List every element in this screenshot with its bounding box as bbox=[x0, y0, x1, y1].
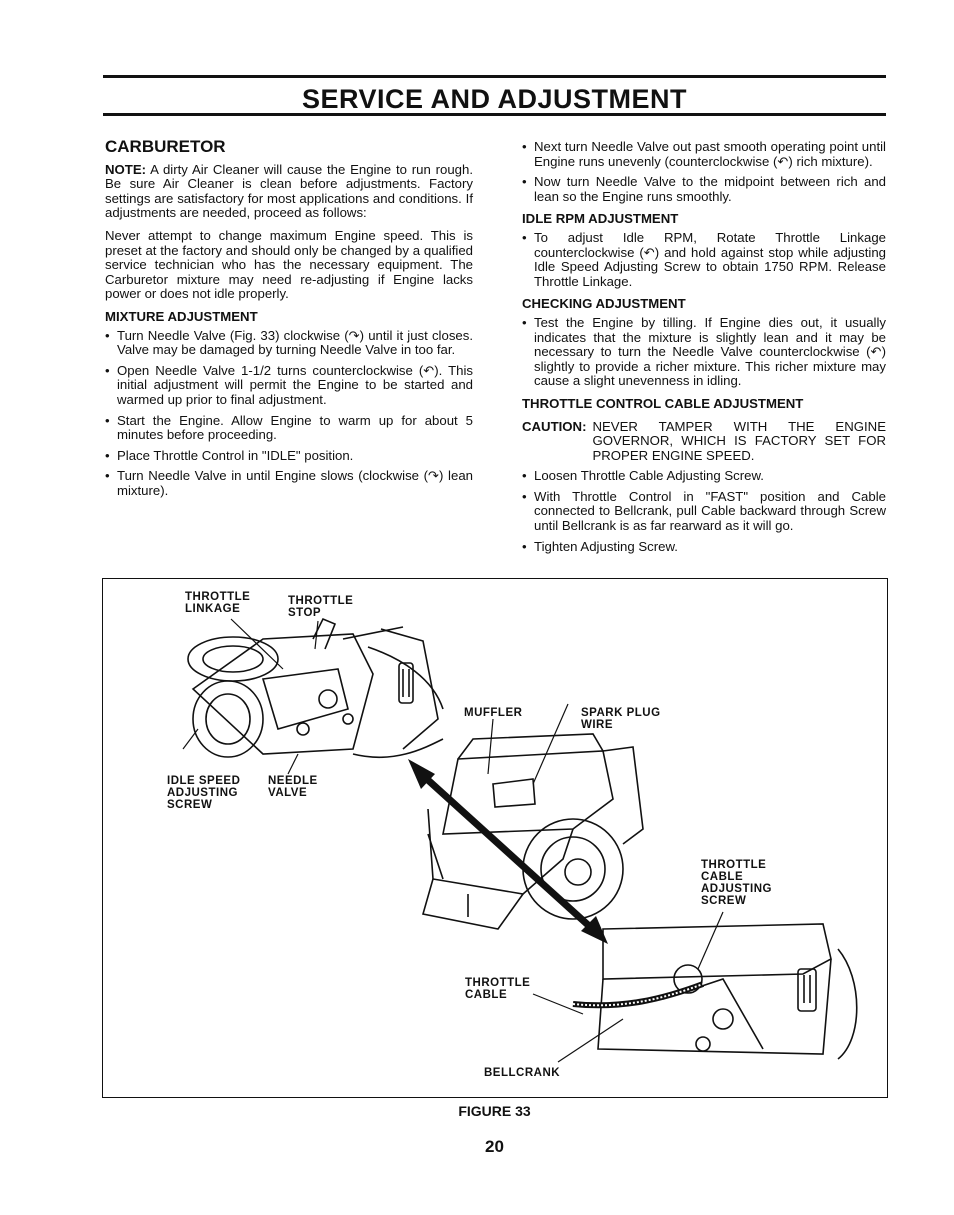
list-item: Turn Needle Valve (Fig. 33) clockwise (↷… bbox=[105, 328, 473, 358]
title-rule-bottom bbox=[103, 113, 886, 116]
idle-rpm-heading: IDLE RPM ADJUSTMENT bbox=[522, 211, 679, 227]
list-item: Tighten Adjusting Screw. bbox=[522, 539, 886, 555]
note-text: A dirty Air Cleaner will cause the Engin… bbox=[105, 161, 473, 221]
label-throttle-cable: THROTTLE CABLE bbox=[465, 977, 531, 1001]
list-item: Turn Needle Valve in until Engine slows … bbox=[105, 468, 473, 498]
carburetor-detail-drawing bbox=[187, 617, 444, 759]
note-label: NOTE: bbox=[105, 161, 147, 177]
caution-text: NEVER TAMPER WITH THE ENGINE GOVERNOR, W… bbox=[592, 418, 886, 463]
mixture-adjustment-heading: MIXTURE ADJUSTMENT bbox=[105, 308, 258, 324]
list-item: To adjust Idle RPM, Rotate Throttle Link… bbox=[522, 230, 886, 289]
list-item: Now turn Needle Valve to the midpoint be… bbox=[522, 174, 886, 204]
checking-steps: Test the Engine by tilling. If Engine di… bbox=[522, 315, 886, 389]
page-title: SERVICE AND ADJUSTMENT bbox=[301, 84, 688, 114]
mixture-steps: Turn Needle Valve (Fig. 33) clockwise (↷… bbox=[105, 328, 473, 499]
page-number: 20 bbox=[485, 1137, 504, 1156]
label-muffler: MUFFLER bbox=[464, 707, 523, 719]
list-item: With Throttle Control in "FAST" position… bbox=[522, 489, 886, 534]
label-throttle-linkage: THROTTLE LINKAGE bbox=[185, 591, 251, 615]
throttle-cable-heading: THROTTLE CONTROL CABLE ADJUSTMENT bbox=[522, 395, 804, 411]
list-item: Start the Engine. Allow Engine to warm u… bbox=[105, 413, 473, 443]
list-item: Test the Engine by tilling. If Engine di… bbox=[522, 315, 886, 389]
note-paragraph: NOTE: A dirty Air Cleaner will cause the… bbox=[105, 161, 473, 221]
throttle-steps: Loosen Throttle Cable Adjusting Screw. W… bbox=[522, 469, 886, 554]
list-item: Loosen Throttle Cable Adjusting Screw. bbox=[522, 469, 886, 484]
top-rule-thick bbox=[103, 75, 886, 78]
idle-steps: To adjust Idle RPM, Rotate Throttle Link… bbox=[522, 230, 886, 289]
label-bellcrank: BELLCRANK bbox=[484, 1067, 561, 1079]
list-item: Next turn Needle Valve out past smooth o… bbox=[522, 139, 886, 169]
label-throttle-stop: THROTTLE STOP bbox=[288, 595, 354, 619]
engine-drawing bbox=[182, 617, 858, 1063]
label-idle-speed-screw: IDLE SPEED ADJUSTING SCREW bbox=[167, 775, 241, 811]
left-column: CARBURETOR NOTE: A dirty Air Cleaner wil… bbox=[105, 137, 473, 504]
caution-label: CAUTION: bbox=[522, 418, 587, 434]
label-spark-plug-wire: SPARK PLUG WIRE bbox=[581, 707, 661, 731]
carburetor-heading: CARBURETOR bbox=[105, 137, 226, 156]
label-throttle-cable-adjusting-screw: THROTTLE CABLE ADJUSTING SCREW bbox=[701, 859, 772, 907]
mixture-steps-continued: Next turn Needle Valve out past smooth o… bbox=[522, 139, 886, 204]
bellcrank-detail-drawing bbox=[597, 923, 858, 1060]
figure-caption: FIGURE 33 bbox=[458, 1103, 531, 1119]
label-needle-valve: NEEDLE VALVE bbox=[268, 775, 318, 799]
checking-adjustment-heading: CHECKING ADJUSTMENT bbox=[522, 296, 686, 312]
caution-block: CAUTION: NEVER TAMPER WITH THE ENGINE GO… bbox=[522, 418, 886, 464]
list-item: Open Needle Valve 1-1/2 turns counterclo… bbox=[105, 363, 473, 408]
direction-arrow-icon bbox=[408, 759, 608, 944]
right-column: Next turn Needle Valve out past smooth o… bbox=[522, 139, 886, 560]
figure-33-illustration: THROTTLE LINKAGE THROTTLE STOP IDLE SPEE… bbox=[102, 578, 888, 1098]
list-item: Place Throttle Control in "IDLE" positio… bbox=[105, 448, 473, 464]
engine-main-drawing bbox=[421, 733, 644, 930]
speed-warning-paragraph: Never attempt to change maximum Engine s… bbox=[105, 227, 473, 302]
leader-lines bbox=[182, 618, 724, 1063]
